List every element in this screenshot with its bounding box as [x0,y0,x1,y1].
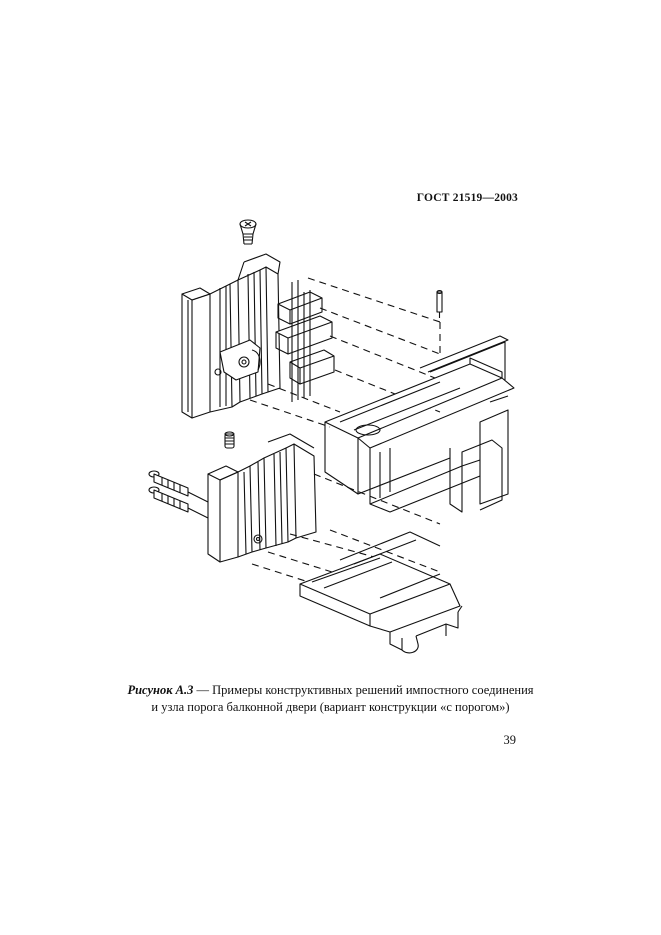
vertical-mullion-profile [181,253,281,419]
figure-caption: Рисунок А.3 — Примеры конструктивных реш… [120,682,541,716]
standard-designation: ГОСТ 21519—2003 [416,192,518,204]
threshold-sill-profile [299,531,463,654]
locating-pin [436,289,443,318]
caption-dash: — [193,683,213,697]
assembly-lines-upper [249,277,441,428]
caption-line-1: Примеры конструктивных решений импостног… [212,683,534,697]
set-screw [224,431,235,449]
horizontal-transom-profile [324,335,515,513]
anchor-screws [148,470,209,519]
connector-plates [275,280,335,402]
technical-drawing [140,212,520,667]
caption-line-2: и узла порога балконной двери (вариант к… [151,700,510,714]
top-screw [239,219,257,245]
figure-label: Рисунок А.3 [127,683,194,697]
page-number: 39 [503,733,517,747]
threshold-vertical-profile [207,433,317,563]
